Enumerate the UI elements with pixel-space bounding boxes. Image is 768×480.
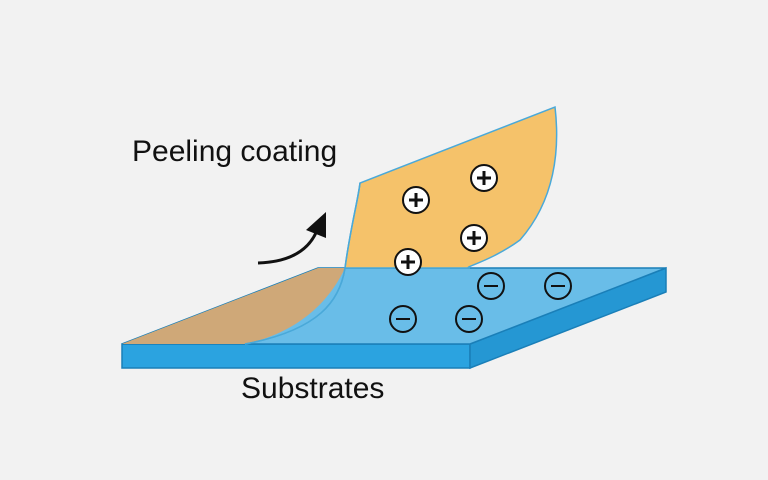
positive-charges <box>394 164 498 276</box>
negative-charge-icon <box>544 272 572 300</box>
coating-label: Peeling coating <box>132 135 337 168</box>
coating-adhered-region <box>122 268 345 344</box>
negative-charge-icon <box>455 305 483 333</box>
positive-charge-icon <box>460 224 488 252</box>
positive-charge-icon <box>394 248 422 276</box>
curved-arrow-icon <box>257 212 326 265</box>
positive-charge-icon <box>402 186 430 214</box>
substrate-front-face <box>121 343 471 369</box>
negative-charges <box>389 272 572 333</box>
positive-charge-icon <box>470 164 498 192</box>
negative-charge-icon <box>389 305 417 333</box>
substrate-label: Substrates <box>241 372 384 405</box>
negative-charge-icon <box>477 272 505 300</box>
coating-left-edge <box>244 182 361 345</box>
